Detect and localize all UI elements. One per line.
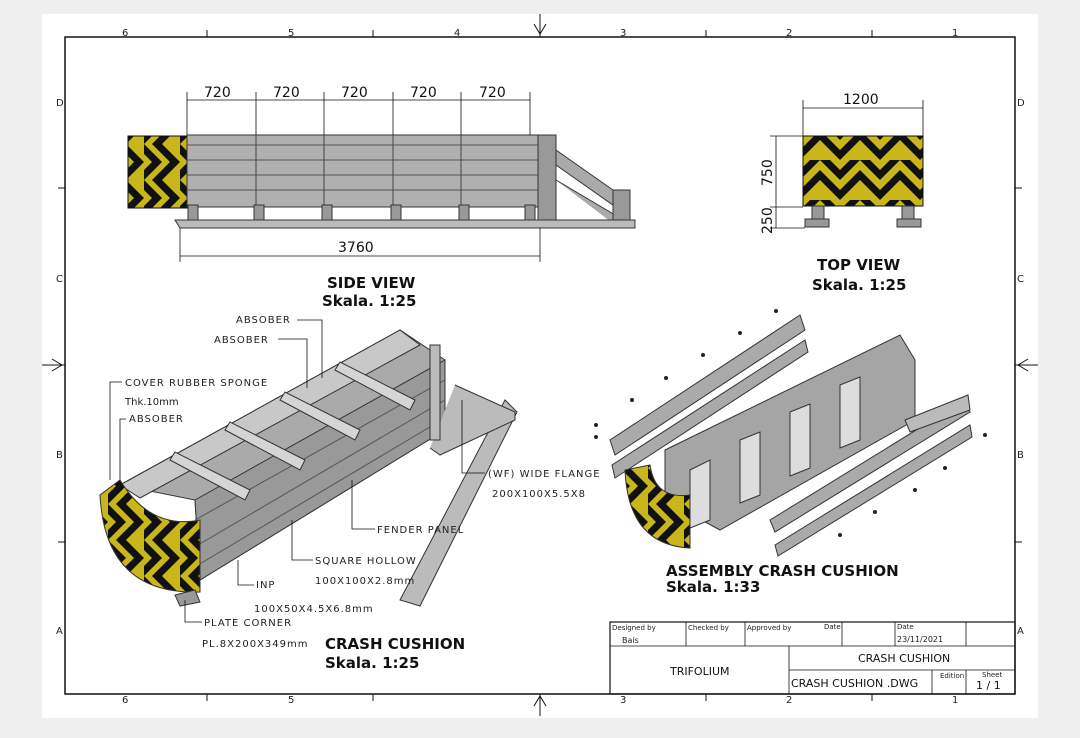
top-dim-leg: 250 <box>760 207 776 234</box>
crash-cushion-callouts <box>109 319 485 623</box>
zone-col-4: 4 <box>454 28 460 39</box>
callout-square-hollow: SQUARE HOLLOW <box>315 556 417 567</box>
zone-row-d: D <box>56 98 64 109</box>
zone-col-6-bottom: 6 <box>122 695 128 706</box>
assembly-exploded-drawing <box>609 314 973 557</box>
crash-cushion-iso-drawing <box>99 329 518 607</box>
checked-by-label: Checked by <box>688 624 729 632</box>
drawing-title: CRASH CUSHION <box>858 652 950 665</box>
side-total-length: 3760 <box>338 240 374 256</box>
callout-wide-flange: (WF) WIDE FLANGE <box>488 469 601 480</box>
callout-cover-thickness: Thk.10mm <box>124 397 179 408</box>
sheet-value: 1 / 1 <box>976 679 1001 692</box>
side-view-title: SIDE VIEW <box>327 274 416 292</box>
callout-absober-1: ABSOBER <box>236 315 291 326</box>
zone-row-c: C <box>56 274 63 285</box>
designed-by-label: Designed by <box>612 624 656 632</box>
zone-col-3: 3 <box>620 28 626 39</box>
top-dim-width: 1200 <box>843 92 879 108</box>
callout-absober-3: ABSOBER <box>129 414 184 425</box>
date-value: 23/11/2021 <box>897 635 943 644</box>
zone-row-d-right: D <box>1017 98 1025 109</box>
assembly-scale: Skala. 1:33 <box>666 578 760 596</box>
callout-square-hollow-size: 100X100X2.8mm <box>315 576 415 587</box>
crash-cushion-scale: Skala. 1:25 <box>325 654 419 672</box>
zone-col-3-bottom: 3 <box>620 695 626 706</box>
callout-wide-flange-size: 200X100X5.5X8 <box>492 489 586 500</box>
side-dim-2: 720 <box>273 85 300 101</box>
top-view-scale: Skala. 1:25 <box>812 276 906 294</box>
designed-by-value: Bais <box>622 636 639 645</box>
zone-row-a-right: A <box>1017 626 1024 637</box>
top-view-title: TOP VIEW <box>817 256 901 274</box>
company-name: TRIFOLIUM <box>669 665 730 678</box>
zone-col-2: 2 <box>786 28 792 39</box>
top-dim-height: 750 <box>760 159 776 186</box>
approved-date-label: Date <box>824 623 841 631</box>
zone-col-1: 1 <box>952 28 958 39</box>
top-view-drawing: 1200 750 250 <box>760 92 924 234</box>
callout-inp-size: 100X50X4.5X6.8mm <box>254 604 374 615</box>
zone-row-b: B <box>56 450 63 461</box>
sheet-label: Sheet <box>982 671 1002 679</box>
title-block <box>609 621 1016 695</box>
zone-row-c-right: C <box>1017 274 1024 285</box>
side-dim-1: 720 <box>204 85 231 101</box>
zone-col-6: 6 <box>122 28 128 39</box>
file-name: CRASH CUSHION .DWG <box>791 677 918 690</box>
callout-plate-corner: PLATE CORNER <box>204 618 292 629</box>
callout-absober-2: ABSOBER <box>214 335 269 346</box>
zone-col-5-bottom: 5 <box>288 695 294 706</box>
date-label: Date <box>897 623 914 631</box>
callout-inp: INP <box>256 580 275 591</box>
zone-col-1-bottom: 1 <box>952 695 958 706</box>
zone-markers <box>42 14 1038 716</box>
crash-cushion-title: CRASH CUSHION <box>325 635 465 653</box>
approved-by-label: Approved by <box>747 624 791 632</box>
callout-plate-corner-size: PL.8X200X349mm <box>202 639 309 650</box>
side-dim-4: 720 <box>410 85 437 101</box>
edition-label: Edition <box>940 672 964 680</box>
callout-cover-rubber-sponge: COVER RUBBER SPONGE <box>125 378 268 389</box>
side-view-scale: Skala. 1:25 <box>322 292 416 310</box>
assembly-title: ASSEMBLY CRASH CUSHION <box>666 562 899 580</box>
zone-row-b-right: B <box>1017 450 1024 461</box>
side-dim-5: 720 <box>479 85 506 101</box>
zone-col-2-bottom: 2 <box>786 695 792 706</box>
side-dim-3: 720 <box>341 85 368 101</box>
bolt-markers <box>594 309 987 537</box>
side-view-drawing: 720 720 720 720 720 3760 <box>127 85 636 262</box>
zone-row-a: A <box>56 626 63 637</box>
zone-col-5: 5 <box>288 28 294 39</box>
callout-fender-panel: FENDER PANEL <box>377 525 464 536</box>
